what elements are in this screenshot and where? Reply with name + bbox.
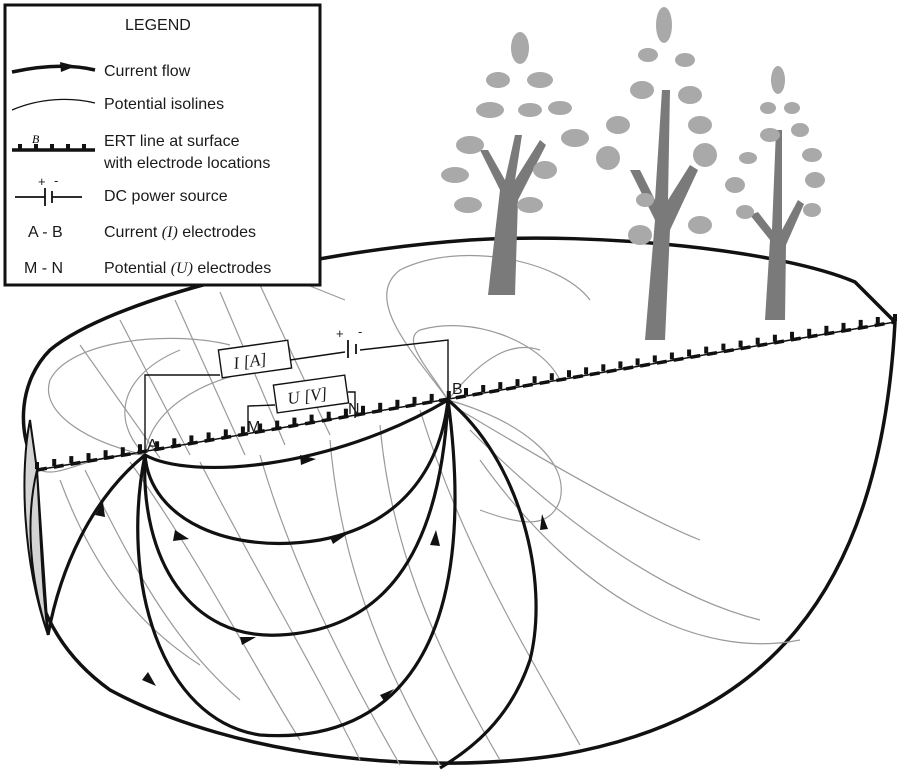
electrode-marker xyxy=(240,426,245,434)
electrode-marker xyxy=(103,450,108,458)
dc-source-symbol xyxy=(347,340,357,358)
electrode-marker xyxy=(567,370,571,378)
legend-current-flow-sample xyxy=(11,64,96,74)
electrode-marker xyxy=(446,391,451,398)
electrode-marker xyxy=(86,453,91,461)
electrode-marker xyxy=(875,317,880,324)
electrode-marker xyxy=(601,364,606,372)
electrode-marker xyxy=(120,447,125,455)
legend-box xyxy=(3,3,322,287)
electrode-marker xyxy=(35,462,39,469)
electrode-marker xyxy=(172,438,177,446)
electrode-marker xyxy=(481,385,486,392)
electrode-marker xyxy=(223,429,228,437)
electrode-marker xyxy=(893,314,897,321)
tree-right xyxy=(725,66,825,320)
legend-mn-symbol: M - N xyxy=(24,260,63,277)
electrode-marker xyxy=(69,456,74,464)
electrode-marker xyxy=(292,417,297,425)
ammeter-label: I [A] xyxy=(231,349,268,373)
electrode-marker xyxy=(515,379,520,387)
electrode-marker xyxy=(669,352,674,360)
legend-isoline-sample xyxy=(11,98,96,111)
tree-middle xyxy=(596,7,717,340)
electrode-marker xyxy=(584,367,589,375)
electrode-marker xyxy=(464,388,468,395)
electrode-marker xyxy=(309,414,314,422)
tree-left xyxy=(441,32,589,295)
legend-ert-label-2: with electrode locations xyxy=(103,155,270,172)
electrode-marker xyxy=(206,432,211,440)
electrode-marker xyxy=(155,441,160,449)
current-flow-lines xyxy=(46,398,538,770)
voltmeter-box xyxy=(272,374,350,414)
electrode-b-label: B xyxy=(452,381,463,398)
electrode-marker xyxy=(635,358,640,366)
legend-ab-symbol: A - B xyxy=(28,224,63,241)
electrode-marker xyxy=(824,325,829,333)
electrode-marker xyxy=(52,459,57,466)
electrode-marker xyxy=(721,343,726,351)
electrode-m-label: M xyxy=(247,419,260,436)
legend-dc-plus: + xyxy=(38,174,46,189)
electrode-marker xyxy=(258,423,263,431)
legend-isoline-label: Potential isolines xyxy=(104,96,224,113)
electrode-marker xyxy=(429,393,434,401)
electrode-marker xyxy=(790,331,794,339)
electrode-marker xyxy=(841,322,846,330)
legend-ert-sample-letter: B xyxy=(32,132,40,146)
electrode-marker xyxy=(549,373,554,381)
electrode-marker xyxy=(361,405,365,413)
source-plus: + xyxy=(336,326,344,341)
electrode-marker xyxy=(738,340,743,348)
electrode-marker xyxy=(704,346,709,354)
current-flow-arrows xyxy=(95,455,548,701)
potential-isolines xyxy=(39,254,801,766)
electrode-marker xyxy=(772,334,777,342)
legend-potential-electrodes-label: Potential (U) electrodes xyxy=(104,260,271,277)
electrode-markers xyxy=(35,314,897,469)
electrode-marker xyxy=(652,355,657,363)
electrode-marker xyxy=(189,435,194,443)
ammeter-box xyxy=(217,339,293,379)
electrode-marker xyxy=(755,337,760,345)
electrode-marker xyxy=(858,319,863,327)
electrode-marker xyxy=(618,361,623,369)
electrode-a-label: A xyxy=(147,437,158,454)
electrode-marker xyxy=(343,408,348,416)
legend: LEGEND Current flow Potential isolines B… xyxy=(3,3,322,287)
electrode-marker xyxy=(687,349,692,357)
electrode-marker xyxy=(326,411,331,419)
legend-ert-label: ERT line at surface xyxy=(104,133,240,150)
legend-dc-minus: - xyxy=(54,173,58,188)
legend-dc-source-sample xyxy=(15,188,82,206)
legend-title: LEGEND xyxy=(125,17,191,34)
source-minus: - xyxy=(358,324,362,339)
electrode-marker xyxy=(275,420,280,428)
electrode-marker xyxy=(807,328,812,336)
measurement-circuit xyxy=(144,339,449,455)
electrode-marker xyxy=(395,399,400,407)
legend-current-flow-label: Current flow xyxy=(104,63,191,80)
legend-dc-label: DC power source xyxy=(104,188,228,205)
electrode-marker xyxy=(412,396,417,404)
legend-current-electrodes-label: Current (I) electrodes xyxy=(104,224,256,241)
electrode-marker xyxy=(498,382,503,390)
electrode-marker xyxy=(138,444,142,452)
electrode-n-label: N xyxy=(348,401,360,418)
electrode-marker xyxy=(378,402,383,410)
electrode-marker xyxy=(532,376,537,384)
